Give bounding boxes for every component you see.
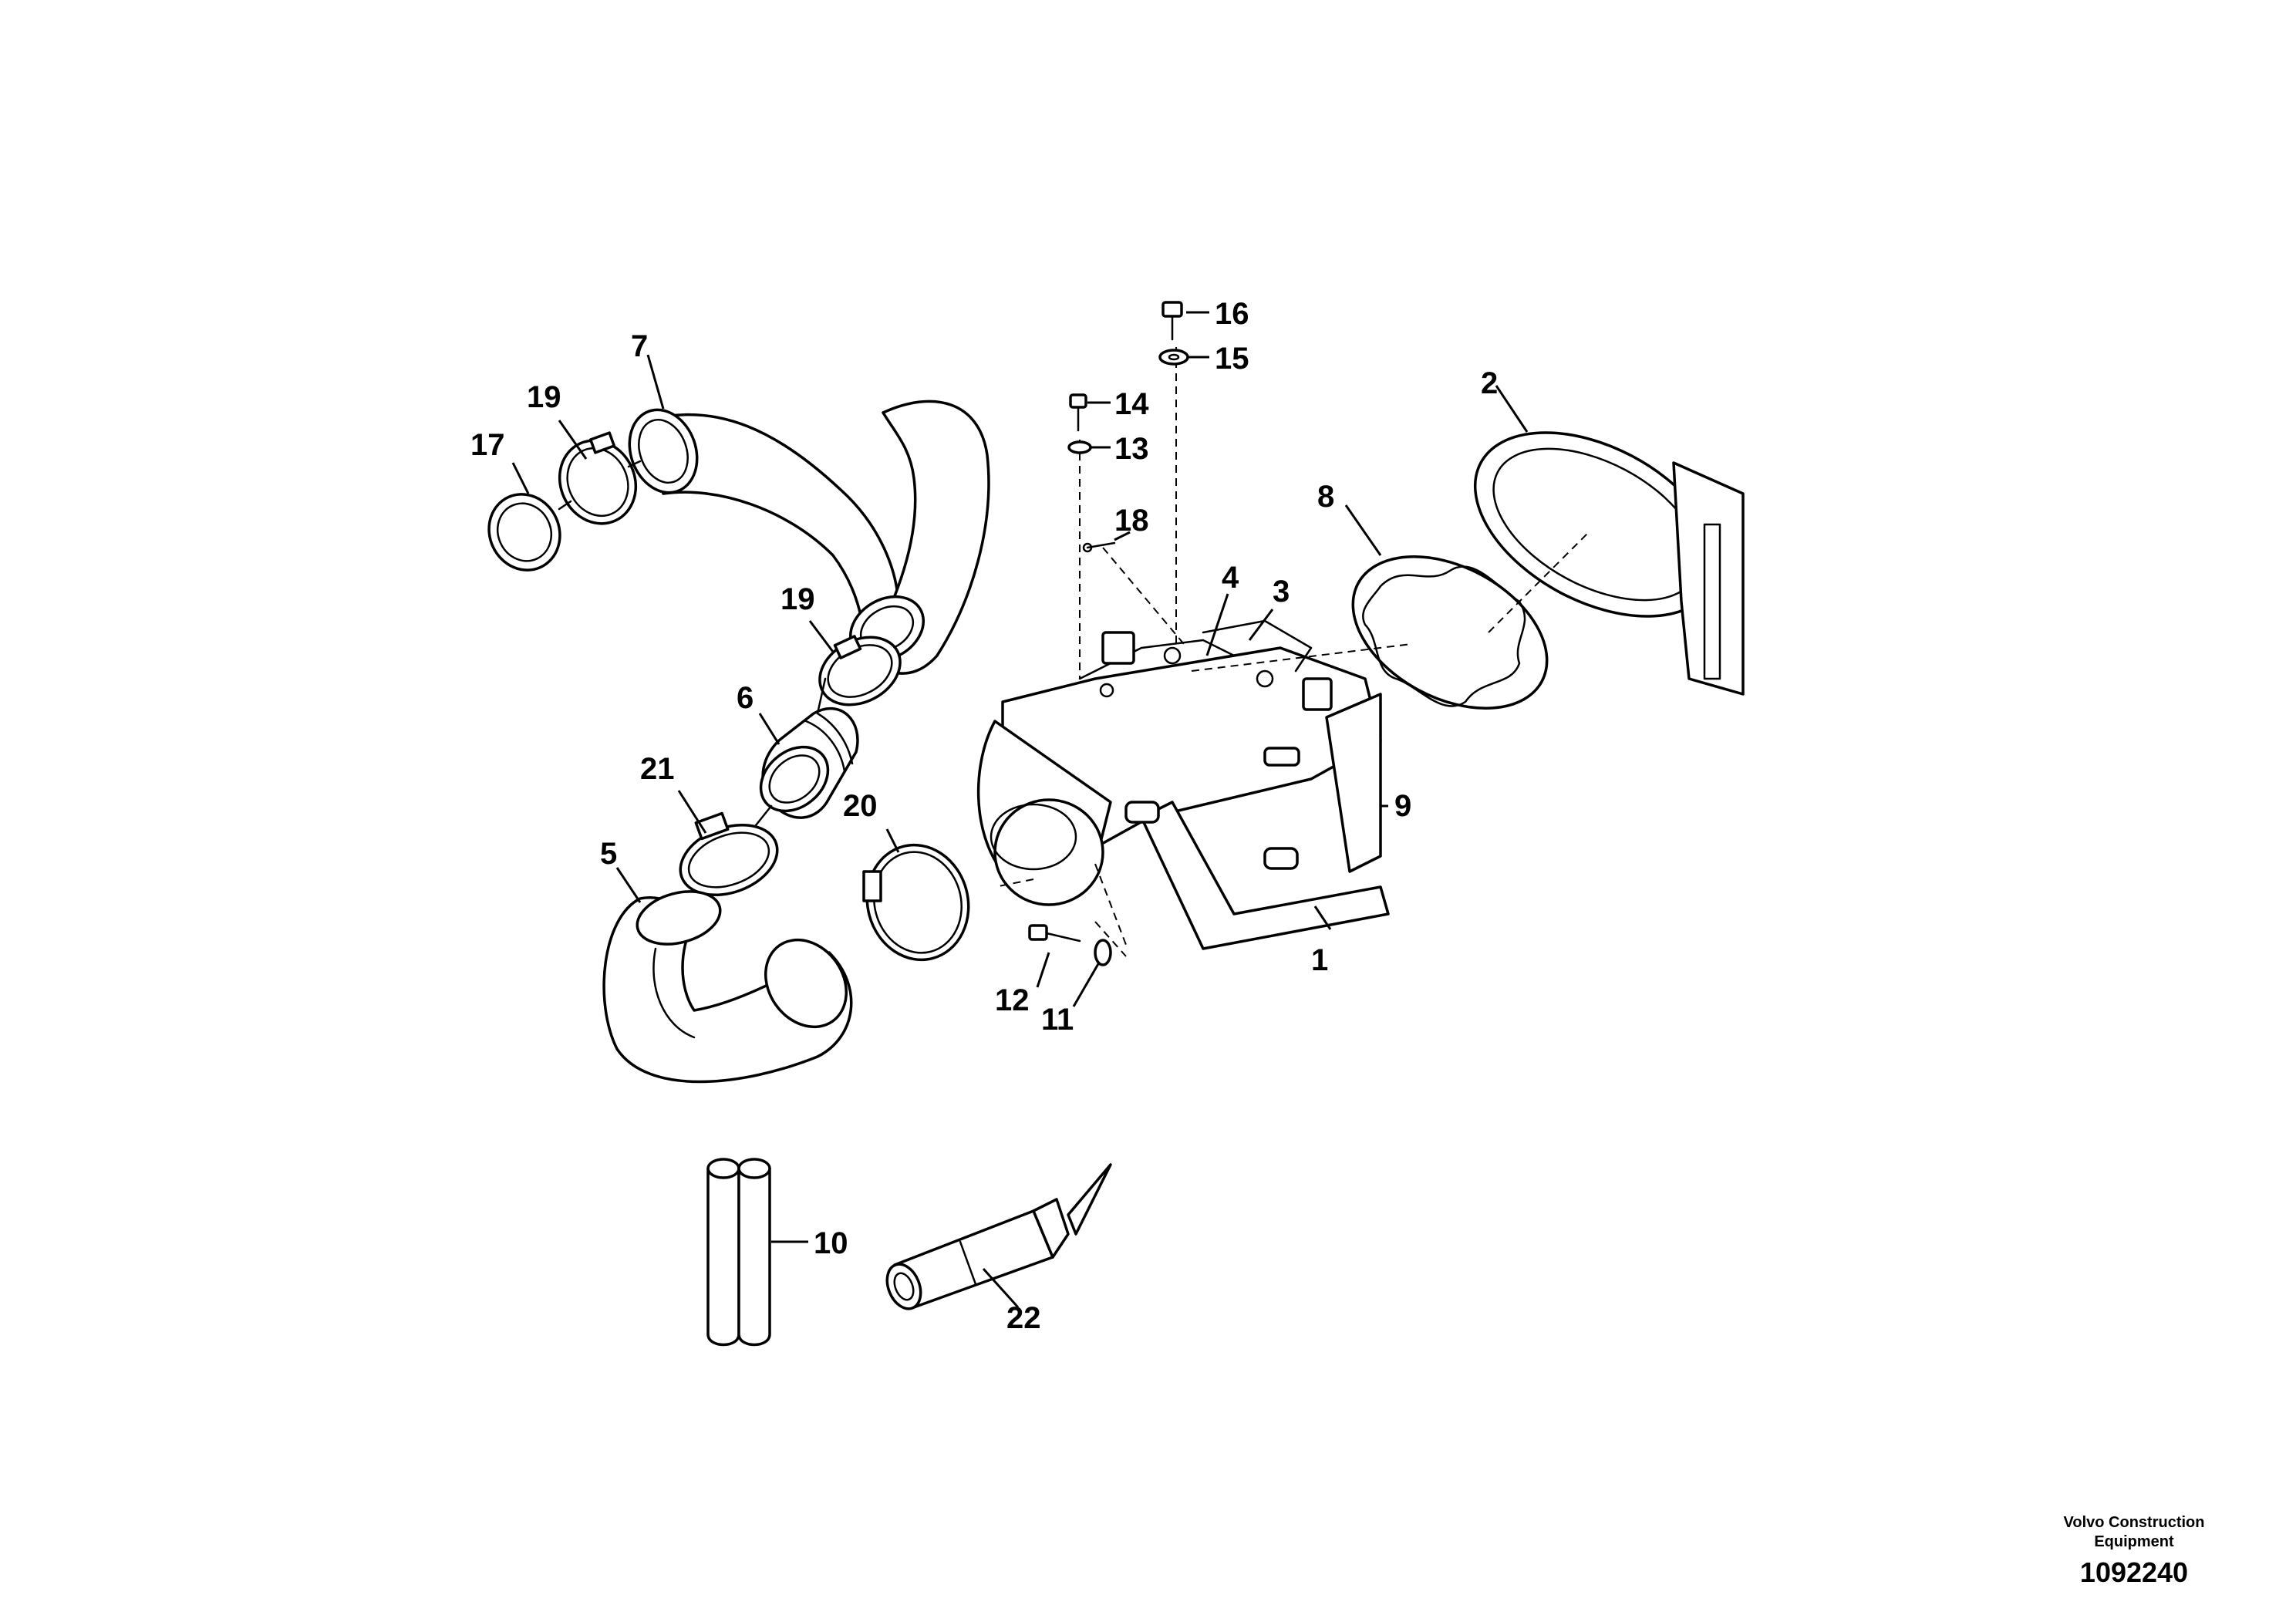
callout-16: 16 — [1215, 297, 1249, 331]
washer-15 — [1158, 349, 1189, 366]
callout-8: 8 — [1317, 480, 1334, 514]
seal-strip — [706, 1158, 771, 1347]
manufacturer-credit: Volvo Construction Equipment 1092240 — [2034, 1513, 2234, 1590]
duct-housing — [1473, 431, 1745, 696]
callout-19-middle: 19 — [781, 582, 815, 616]
callout-1: 1 — [1311, 943, 1328, 977]
callout-5: 5 — [600, 837, 617, 871]
connector-sleeve — [759, 707, 859, 819]
credit-company-suffix: Equipment — [2094, 1533, 2174, 1550]
washer-13 — [1067, 440, 1092, 454]
figure-number: 1092240 — [2079, 1556, 2189, 1588]
hose-clamp-lower — [679, 811, 779, 897]
callout-6: 6 — [737, 681, 754, 715]
callout-17: 17 — [470, 428, 505, 462]
lower-hose — [602, 890, 853, 1084]
callout-22: 22 — [1006, 1301, 1041, 1335]
sealant-cartridge — [885, 1163, 1112, 1310]
leader-lines — [511, 311, 1529, 1309]
callout-10: 10 — [814, 1226, 848, 1260]
main-unit — [976, 619, 1390, 950]
bolt-12 — [1028, 924, 1081, 943]
callout-labels: 1 2 3 4 5 6 7 8 9 10 11 12 13 14 15 16 1… — [470, 297, 1498, 1335]
callout-21: 21 — [640, 752, 675, 786]
hose-clamp-upper-left — [558, 431, 638, 525]
hose-clamp-middle — [818, 635, 902, 706]
callout-2: 2 — [1481, 366, 1498, 400]
callout-15: 15 — [1215, 342, 1249, 376]
callout-19-upper: 19 — [527, 380, 561, 414]
gasket — [1351, 555, 1549, 710]
callout-7: 7 — [631, 329, 648, 363]
callout-3: 3 — [1273, 575, 1290, 609]
callout-14: 14 — [1114, 387, 1149, 421]
callout-18: 18 — [1114, 504, 1149, 538]
large-hose-clamp — [862, 843, 970, 962]
upper-hose — [628, 400, 990, 675]
callout-12: 12 — [995, 983, 1030, 1017]
callout-13: 13 — [1114, 432, 1149, 466]
sealing-ring — [487, 493, 561, 572]
bolt-16 — [1161, 301, 1183, 341]
callout-4: 4 — [1222, 561, 1239, 595]
callout-11: 11 — [1041, 1003, 1074, 1037]
credit-company: Volvo Construction — [2063, 1514, 2205, 1531]
pin-18 — [1082, 541, 1116, 553]
callout-20: 20 — [843, 789, 878, 823]
bolt-14 — [1069, 393, 1087, 432]
washer-11 — [1094, 939, 1112, 966]
callout-9: 9 — [1394, 789, 1411, 823]
